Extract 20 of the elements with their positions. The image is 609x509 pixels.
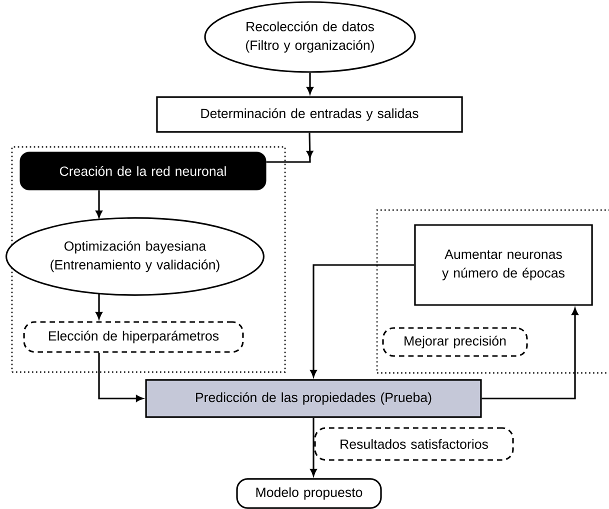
dashed-box: Mejorar precisión xyxy=(382,327,528,357)
dashed-box: Resultados satisfactorios xyxy=(314,427,514,461)
ellipse-node: Recolección de datos (Filtro y organización) xyxy=(204,1,416,73)
arrow xyxy=(96,190,102,218)
arrow xyxy=(482,308,578,400)
arrow xyxy=(310,264,414,378)
arrow xyxy=(96,293,102,320)
arrow xyxy=(266,132,314,163)
ellipse-node: Optimización bayesiana (Entrenamiento y validación) xyxy=(6,217,264,296)
arrow xyxy=(306,72,314,94)
dotted-group-frame xyxy=(376,209,609,374)
process-box: Creación de la red neuronal xyxy=(20,152,266,190)
terminal-box: Modelo propuesto xyxy=(236,478,382,509)
process-box: Predicción de las propiedades (Prueba) xyxy=(145,379,482,418)
process-box: Determinación de entradas y salidas xyxy=(156,96,463,133)
dotted-group-frame xyxy=(11,146,286,373)
process-box: Aumentar neuronas y número de épocas xyxy=(414,224,593,306)
dashed-box: Elección de hiperparámetros xyxy=(23,321,244,353)
arrow xyxy=(310,418,317,476)
arrow xyxy=(98,352,144,402)
